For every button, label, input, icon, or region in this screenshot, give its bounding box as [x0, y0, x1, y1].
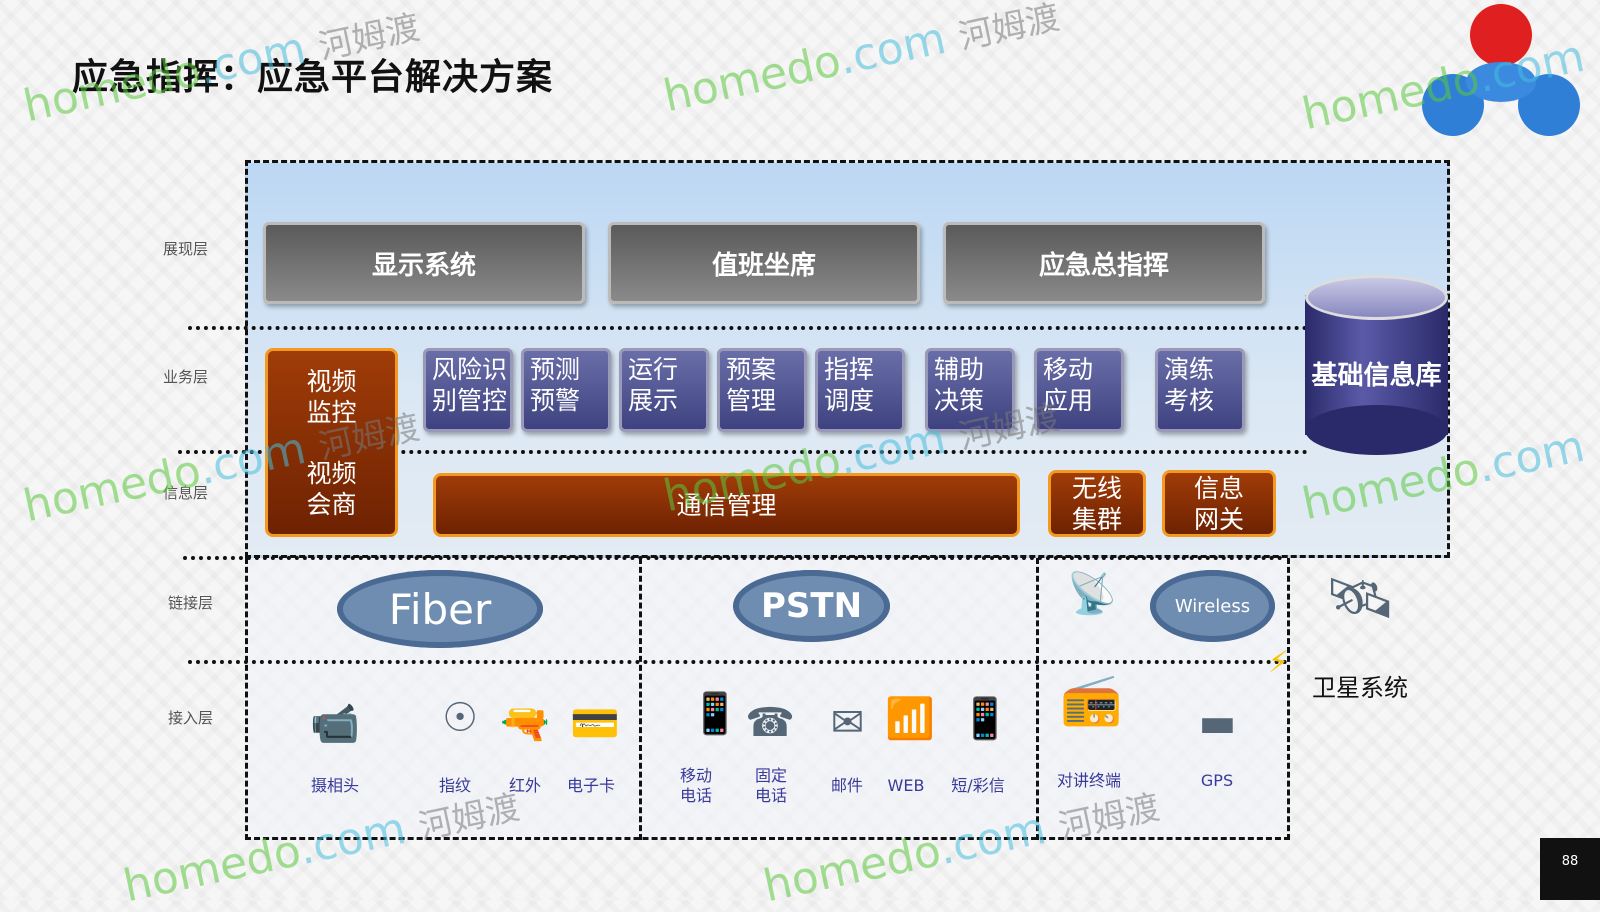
camera-icon: 📹 — [310, 701, 360, 747]
layer-label: 业务层 — [163, 368, 209, 386]
business-box: 运行展示 — [619, 348, 709, 432]
page-number: 88 — [1540, 838, 1600, 900]
access-label: 对讲终端 — [1056, 771, 1121, 790]
satellite-label: 卫星系统 — [1312, 674, 1408, 702]
access-label: 短/彩信 — [951, 776, 1005, 795]
radio-tower-icon: 📡 — [1067, 571, 1117, 617]
access-label: GPS — [1200, 771, 1234, 790]
hse-logo — [1422, 4, 1582, 154]
business-box: 演练考核 — [1155, 348, 1245, 432]
video-conference-label: 视频 会商 — [306, 458, 357, 519]
business-box: 移动应用 — [1034, 348, 1124, 432]
satellite-icon: 🛰 — [1324, 566, 1396, 631]
display-system-box: 显示系统 — [263, 222, 585, 304]
access-label: 邮件 — [830, 776, 863, 795]
layer-label: 链接层 — [168, 594, 214, 612]
divider — [1036, 558, 1039, 840]
pstn-cloud: PSTN — [733, 570, 890, 642]
business-box: 预案管理 — [717, 348, 807, 432]
video-box: 视频 监控 视频 会商 — [265, 348, 398, 537]
info-gateway-box: 信息网关 — [1162, 470, 1276, 537]
walkie-talkie-icon: 📻 — [1060, 670, 1123, 728]
layer-divider — [188, 326, 1308, 330]
business-box: 预测预警 — [521, 348, 611, 432]
layer-label: 接入层 — [168, 709, 214, 727]
business-box: 辅助决策 — [925, 348, 1015, 432]
lightning-icon: ⚡ — [1268, 645, 1290, 680]
mail-icon: ✉ — [830, 700, 865, 746]
database-cylinder: 基础信息库 — [1305, 275, 1448, 455]
emergency-command-box: 应急总指挥 — [943, 222, 1265, 304]
layer-label: 信息层 — [163, 484, 209, 502]
access-label: 红外 — [508, 776, 541, 795]
fingerprint-icon: ☉ — [442, 695, 478, 741]
duty-seat-box: 值班坐席 — [608, 222, 920, 304]
layer-divider — [188, 660, 1288, 664]
business-box: 指挥调度 — [815, 348, 905, 432]
access-label: 固定 电话 — [754, 766, 787, 805]
access-label: 电子卡 — [566, 776, 615, 795]
access-label: 移动 电话 — [679, 766, 712, 805]
layer-label: 展现层 — [163, 240, 209, 258]
comm-management-box: 通信管理 — [433, 473, 1020, 537]
watermark: homedo.com 河姆渡 — [659, 0, 1064, 123]
fiber-cloud: Fiber — [337, 570, 543, 648]
video-monitor-label: 视频 监控 — [306, 366, 357, 427]
layer-divider — [178, 450, 1308, 454]
access-label: 摄相头 — [310, 776, 359, 795]
business-box: 风险识别管控 — [423, 348, 513, 432]
sms-phone-icon: 📱 — [960, 696, 1010, 742]
web-icon: 📶 — [885, 696, 935, 742]
card-icon: 💳 — [570, 701, 620, 747]
desk-phone-icon: ☎ — [745, 700, 795, 746]
gps-device-icon: ▬ — [1198, 700, 1237, 746]
infrared-scanner-icon: 🔫 — [500, 701, 550, 747]
page-title: 应急指挥：应急平台解决方案 — [72, 57, 554, 98]
mobile-phone-icon: 📱 — [690, 691, 740, 737]
wireless-cluster-box: 无线集群 — [1048, 470, 1146, 537]
wireless-cloud: Wireless — [1150, 570, 1275, 642]
access-label: 指纹 — [438, 776, 471, 795]
divider — [639, 558, 642, 840]
database-label: 基础信息库 — [1311, 361, 1442, 391]
layer-divider — [183, 556, 1283, 560]
access-label: WEB — [887, 776, 925, 795]
